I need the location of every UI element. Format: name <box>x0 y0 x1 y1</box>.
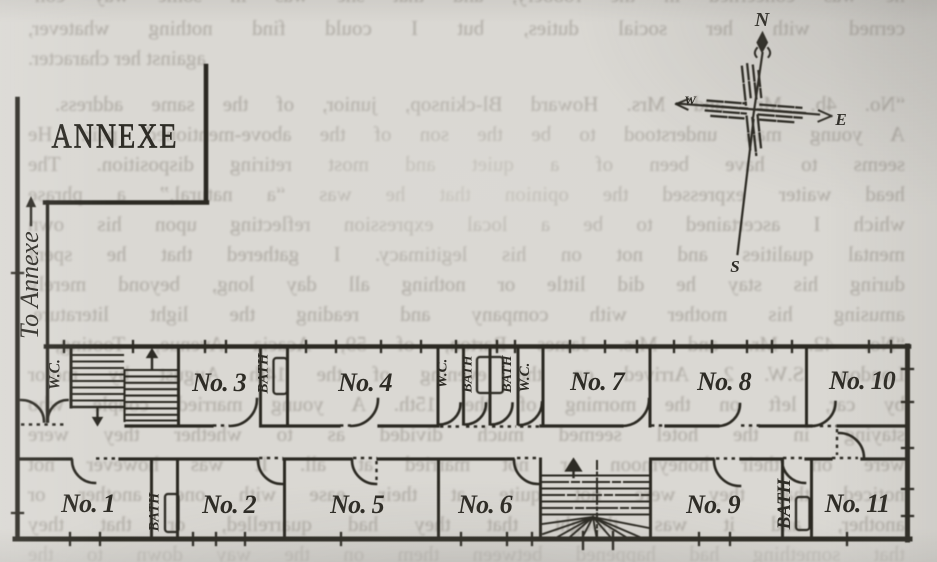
svg-text:No. 10: No. 10 <box>828 366 896 395</box>
svg-text:N: N <box>754 9 771 31</box>
svg-text:W.C.: W.C. <box>435 359 451 389</box>
svg-text:No. 8: No. 8 <box>696 367 752 396</box>
svg-text:No. 3: No. 3 <box>191 368 247 397</box>
svg-text:W.C.: W.C. <box>47 359 64 390</box>
svg-text:No. 2: No. 2 <box>201 490 257 519</box>
svg-text:To Annexe: To Annexe <box>15 231 44 339</box>
svg-text:No. 1: No. 1 <box>60 489 115 518</box>
svg-text:No. 11: No. 11 <box>824 489 890 518</box>
svg-text:S: S <box>730 257 739 276</box>
svg-text:W.C.: W.C. <box>517 363 533 393</box>
svg-text:No. 5: No. 5 <box>329 490 385 519</box>
svg-text:ANNEXE: ANNEXE <box>51 117 178 156</box>
svg-text:E: E <box>834 110 846 129</box>
svg-text:BATH: BATH <box>774 477 795 530</box>
svg-text:No. 6: No. 6 <box>457 490 513 519</box>
svg-text:BATH: BATH <box>500 354 515 393</box>
svg-text:BATH: BATH <box>461 354 476 393</box>
svg-text:BATH: BATH <box>147 492 163 532</box>
svg-text:No. 9: No. 9 <box>685 490 741 519</box>
svg-text:No. 4: No. 4 <box>337 368 393 397</box>
svg-text:BATH: BATH <box>256 352 272 394</box>
svg-text:No. 7: No. 7 <box>569 367 626 396</box>
svg-text:W: W <box>684 93 697 108</box>
